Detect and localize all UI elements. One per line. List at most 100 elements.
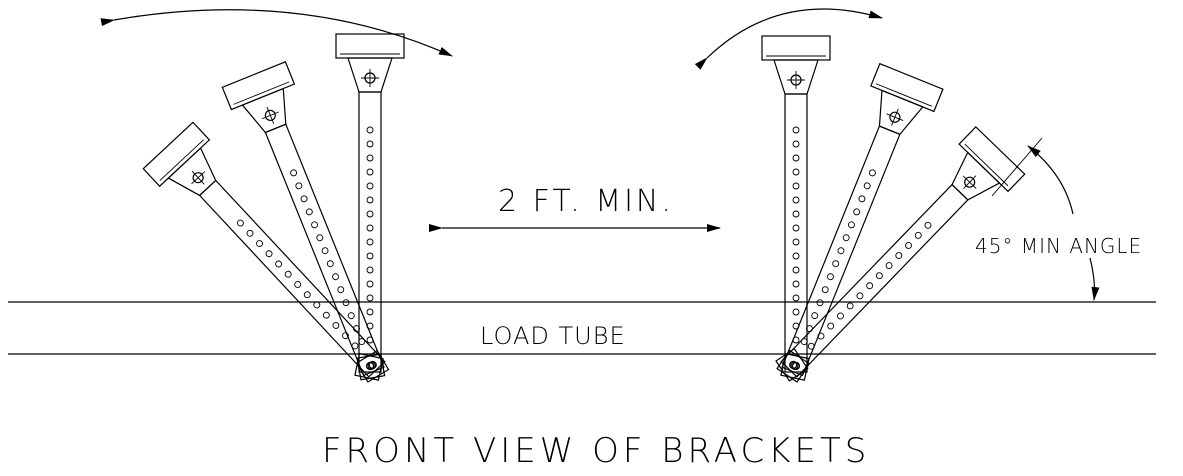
bracket-hole: [342, 299, 350, 307]
bracket-hole: [313, 301, 321, 309]
bracket-hole: [326, 260, 334, 268]
bracket-hole: [866, 282, 874, 290]
bracket-hole: [792, 182, 800, 190]
bracket-hole: [792, 266, 800, 274]
bracket-hole: [275, 260, 283, 268]
angle-dimension-arc-lower: [1089, 257, 1100, 301]
bracket-hole: [366, 182, 374, 190]
angle-label: 45° MIN ANGLE: [975, 234, 1142, 258]
bracket-hole: [885, 262, 893, 270]
angle-reference-line: [991, 137, 1043, 197]
bracket-bar: [784, 93, 808, 373]
bracket-hole: [322, 311, 330, 319]
bracket-hole: [341, 332, 349, 340]
right-bracket-vertical: [761, 35, 831, 381]
bracket-hole: [366, 210, 374, 218]
bracket-hole: [300, 195, 308, 203]
bracket-hole: [321, 247, 329, 255]
bracket-hole: [875, 272, 883, 280]
bracket-head-pad: [221, 61, 296, 111]
load-tube-label: LOAD TUBE: [480, 322, 626, 350]
bracket-hole: [366, 266, 374, 274]
bracket-hole: [816, 299, 824, 307]
bracket-bar: [781, 125, 901, 377]
bracket-hole: [351, 342, 359, 350]
bracket-hole: [347, 312, 355, 320]
bolt-crosshair-v: [266, 106, 275, 124]
pivot-plate: [355, 349, 390, 383]
bracket-hole: [316, 234, 324, 242]
right-rotation-arrow: [694, 8, 883, 70]
bracket-hole: [868, 169, 876, 177]
bracket-hole: [807, 342, 815, 350]
bracket-hole: [842, 234, 850, 242]
head-pad-edge: [233, 81, 290, 105]
bracket-hole: [265, 250, 273, 258]
bracket-head-pad: [958, 126, 1026, 193]
bracket-hole: [924, 221, 932, 229]
bolt-crosshair-v: [191, 170, 205, 185]
bracket-hole: [792, 210, 800, 218]
bracket-hole: [853, 208, 861, 216]
bracket-hole: [811, 312, 819, 320]
bracket-hole: [792, 238, 800, 246]
view-title: FRONT VIEW OF BRACKETS: [322, 431, 870, 471]
head-pad-edge: [875, 83, 932, 107]
bracket-hole: [792, 224, 800, 232]
bracket-hole: [792, 154, 800, 162]
bracket-hole: [366, 126, 374, 134]
bracket-hole: [832, 260, 840, 268]
bracket-hole: [284, 270, 292, 278]
left-bracket-vertical: [335, 33, 405, 381]
bracket-hole: [366, 140, 374, 148]
right-bracket-middle: [776, 62, 944, 383]
bracket-hole: [895, 252, 903, 259]
bracket-hole: [863, 182, 871, 190]
head-pad-edge: [159, 139, 205, 181]
bracket-bar: [358, 91, 382, 373]
bracket-hole: [366, 252, 374, 260]
bracket-hole: [792, 252, 800, 260]
bracket-hole: [294, 281, 302, 288]
pivot-hole: [368, 360, 377, 370]
bracket-hole: [305, 208, 313, 216]
bracket-bar: [198, 179, 386, 378]
bracket-hole: [792, 280, 800, 288]
bracket-hole: [792, 308, 800, 316]
bracket-hole: [366, 238, 374, 246]
bracket-hole: [337, 286, 345, 294]
bracket-hole: [827, 322, 835, 330]
bracket-hole: [311, 221, 319, 229]
bracket-hole: [846, 302, 854, 310]
left-bracket-group: [142, 33, 405, 383]
bracket-hole: [366, 294, 374, 302]
bolt-crosshair-v: [963, 175, 977, 189]
angle-dimension-arc-upper: [1027, 145, 1074, 215]
left-rotation-arrow: [100, 9, 453, 57]
bracket-hole: [914, 231, 922, 239]
bracket-hole: [858, 195, 866, 203]
bracket-hole: [290, 169, 298, 177]
bracket-hole: [256, 240, 263, 247]
bracket-hole: [905, 242, 912, 249]
bracket-hole: [236, 219, 244, 227]
bracket-hole: [303, 291, 311, 299]
head-pad-edge: [964, 143, 1009, 187]
bracket-hole: [366, 308, 374, 316]
bracket-hole: [792, 140, 800, 148]
bracket-hole: [792, 196, 800, 204]
bracket-hole: [353, 325, 360, 333]
bracket-hole: [821, 286, 829, 294]
bolt-crosshair-v: [891, 108, 899, 126]
bracket-hole: [246, 229, 254, 237]
bracket-hole: [792, 294, 800, 302]
bracket-hole: [792, 168, 800, 176]
bracket-hole: [837, 312, 844, 320]
bracket-head-pad: [142, 121, 211, 188]
left-bracket-outer: [142, 121, 390, 383]
bracket-hole: [332, 273, 339, 281]
bracket-hole: [366, 154, 374, 162]
bracket-bar: [264, 123, 385, 377]
bracket-head-pad: [870, 62, 944, 113]
bracket-hole: [827, 273, 834, 281]
